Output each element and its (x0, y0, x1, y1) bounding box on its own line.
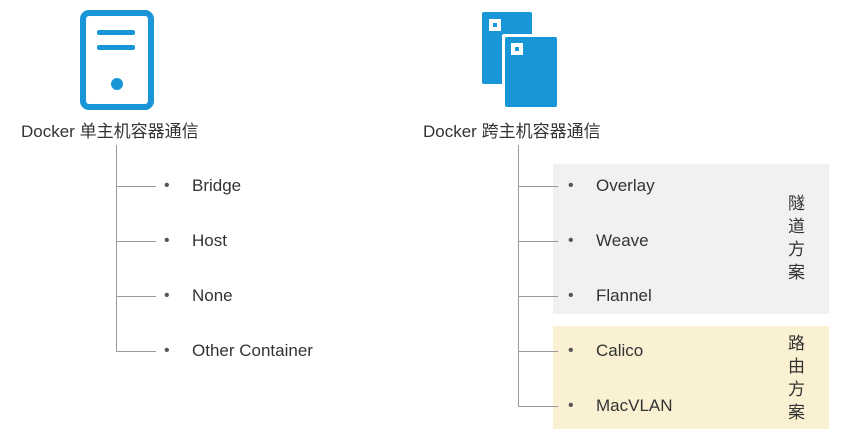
left-trunk-line (116, 145, 117, 352)
list-item-flannel: • Flannel (568, 284, 652, 308)
bullet-icon: • (568, 397, 574, 414)
item-label: Other Container (192, 341, 313, 360)
item-label: Bridge (192, 176, 242, 195)
routing-group-band (553, 326, 829, 429)
left-branch-line (116, 241, 156, 242)
bullet-icon: • (568, 342, 574, 359)
item-label: Calico (596, 341, 644, 360)
list-item-calico: • Calico (568, 339, 643, 363)
tunnel-group-label: 隧道方案 (785, 194, 804, 286)
right-branch-line (518, 351, 558, 352)
single-host-title: Docker 单主机容器通信 (21, 122, 199, 141)
server-icon (80, 10, 154, 110)
right-branch-line (518, 406, 558, 407)
bullet-icon: • (164, 177, 170, 194)
list-item-weave: • Weave (568, 229, 649, 253)
right-branch-line (518, 241, 558, 242)
left-branch-line (116, 296, 156, 297)
bullet-icon: • (164, 342, 170, 359)
routing-group-label: 路由方案 (785, 334, 804, 426)
bullet-icon: • (568, 287, 574, 304)
multi-host-server-icon (482, 12, 560, 110)
list-item-overlay: • Overlay (568, 174, 655, 198)
item-label: Host (192, 231, 227, 250)
right-branch-line (518, 186, 558, 187)
right-trunk-line (518, 145, 519, 407)
item-label: None (192, 286, 233, 305)
list-item-none: • None (164, 284, 233, 308)
bullet-icon: • (164, 232, 170, 249)
left-branch-line (116, 351, 156, 352)
list-item-other-container: • Other Container (164, 339, 313, 363)
tunnel-group-band (553, 164, 829, 314)
list-item-host: • Host (164, 229, 227, 253)
item-label: Overlay (596, 176, 655, 195)
list-item-bridge: • Bridge (164, 174, 241, 198)
multi-host-title: Docker 跨主机容器通信 (423, 122, 601, 141)
left-branch-line (116, 186, 156, 187)
bullet-icon: • (568, 177, 574, 194)
right-branch-line (518, 296, 558, 297)
bullet-icon: • (568, 232, 574, 249)
item-label: Weave (596, 231, 649, 250)
item-label: MacVLAN (596, 396, 673, 415)
list-item-macvlan: • MacVLAN (568, 394, 673, 418)
bullet-icon: • (164, 287, 170, 304)
item-label: Flannel (596, 286, 652, 305)
